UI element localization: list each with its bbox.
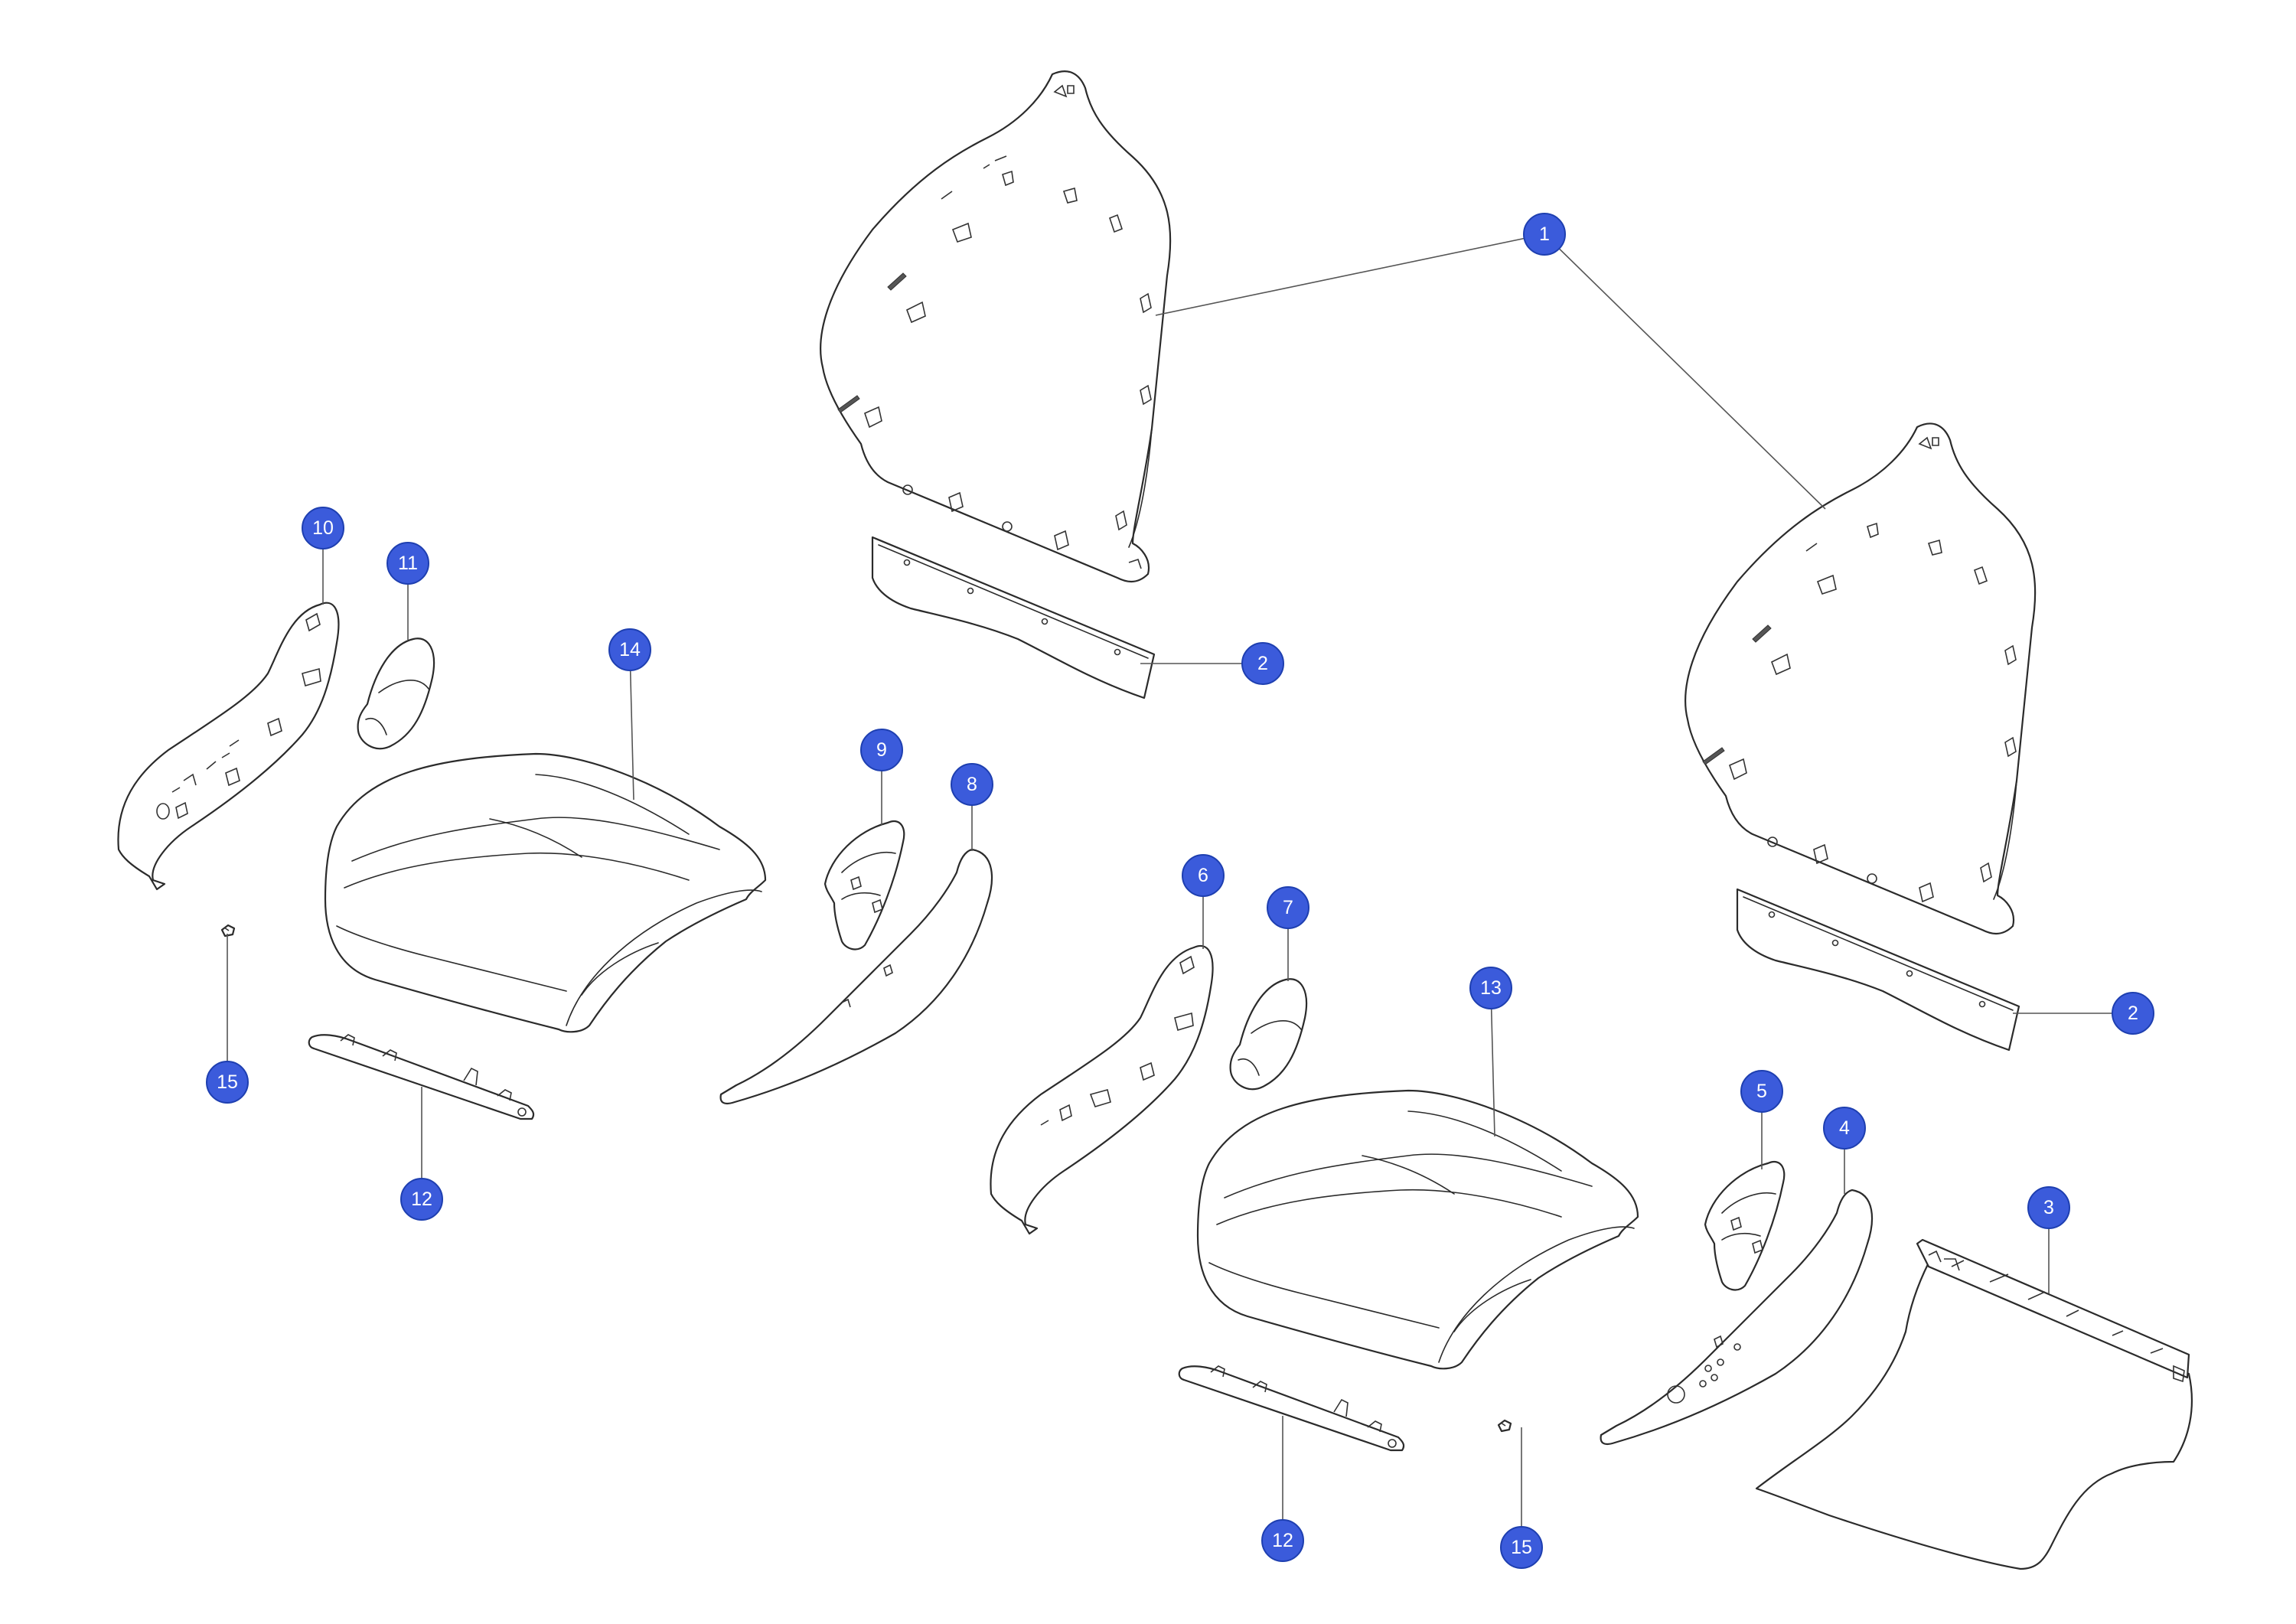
callout-badge: [1241, 642, 1284, 685]
callout-badge: [2112, 992, 2154, 1035]
callout-badge: [2027, 1186, 2070, 1229]
callout-15-right[interactable]: 15: [1500, 1526, 1543, 1569]
seat-cushion-left: [324, 752, 767, 1033]
callout-9[interactable]: 9: [860, 729, 903, 771]
callout-4[interactable]: 4: [1823, 1107, 1866, 1150]
callout-1[interactable]: 1: [1523, 213, 1566, 256]
side-shield-outer-left: [117, 602, 340, 891]
hinge-cover-left: [823, 820, 905, 951]
callout-12-right[interactable]: 12: [1261, 1519, 1304, 1562]
side-cover-inner-right: [1229, 978, 1308, 1091]
callout-label: 4: [1839, 1117, 1850, 1139]
leader-13: [1490, 987, 1495, 1137]
callout-badge: [1261, 1519, 1304, 1562]
callout-label: 9: [876, 739, 887, 761]
callout-label: 7: [1283, 897, 1293, 918]
callout-8[interactable]: 8: [951, 763, 993, 806]
callout-13[interactable]: 13: [1469, 967, 1512, 1009]
callout-14[interactable]: 14: [608, 628, 651, 671]
callout-badge: [951, 763, 993, 806]
clip-right: [1497, 1419, 1512, 1433]
callout-badge: [1823, 1107, 1866, 1150]
callout-10[interactable]: 10: [302, 507, 344, 549]
callout-badge: [1740, 1070, 1783, 1113]
callouts: 1 2 2 3 4 5 6 7: [206, 213, 2154, 1569]
callout-7[interactable]: 7: [1267, 886, 1309, 929]
callout-11[interactable]: 11: [386, 542, 429, 585]
side-shield-outer-right: [990, 944, 1214, 1235]
callout-badge: [386, 542, 429, 585]
side-shell-right: [1600, 1189, 1874, 1446]
callout-label: 12: [411, 1189, 432, 1210]
callout-label: 15: [1511, 1537, 1532, 1558]
callout-badge: [1523, 213, 1566, 256]
leader-1-right: [1544, 233, 1826, 510]
callout-badge: [608, 628, 651, 671]
seatback-lower-trim-right: [1736, 888, 2020, 1052]
leader-1-left: [1155, 233, 1545, 316]
callout-15-left[interactable]: 15: [206, 1061, 249, 1104]
callout-2-left[interactable]: 2: [1241, 642, 1284, 685]
front-trim-bar-left: [308, 1034, 535, 1120]
seatback-lower-trim-left: [871, 536, 1156, 699]
seat-cushion-right: [1196, 1089, 1639, 1370]
callout-label: 2: [1257, 653, 1268, 674]
callout-12-left[interactable]: 12: [400, 1178, 443, 1221]
callout-label: 6: [1198, 865, 1208, 886]
clip-left: [220, 924, 236, 938]
callout-label: 2: [2128, 1003, 2138, 1024]
callout-label: 5: [1756, 1081, 1767, 1102]
callout-label: 10: [312, 517, 334, 539]
callout-badge: [400, 1178, 443, 1221]
side-cover-inner-left: [357, 638, 435, 750]
seatback-panel-right: [1684, 422, 2037, 935]
callout-5[interactable]: 5: [1740, 1070, 1783, 1113]
callout-badge: [302, 507, 344, 549]
callout-2-right[interactable]: 2: [2112, 992, 2154, 1035]
seat-pan-carrier: [1755, 1238, 2193, 1570]
callout-badge: [1267, 886, 1309, 929]
side-shell-left: [719, 848, 993, 1105]
callout-label: 11: [398, 553, 418, 574]
callout-badge: [206, 1061, 249, 1104]
callout-label: 15: [217, 1071, 238, 1093]
callout-3[interactable]: 3: [2027, 1186, 2070, 1229]
callout-6[interactable]: 6: [1182, 854, 1225, 897]
callout-badge: [1500, 1526, 1543, 1569]
callout-label: 1: [1539, 223, 1550, 245]
callout-label: 14: [619, 639, 641, 660]
leader-14: [629, 649, 634, 801]
callout-badge: [860, 729, 903, 771]
seatback-panel-left: [820, 70, 1172, 583]
callout-label: 13: [1480, 977, 1502, 999]
front-trim-bar-right: [1178, 1365, 1405, 1452]
callout-badge: [1469, 967, 1512, 1009]
callout-label: 12: [1272, 1530, 1293, 1551]
callout-label: 8: [967, 774, 977, 795]
callout-label: 3: [2043, 1197, 2054, 1218]
callout-badge: [1182, 854, 1225, 897]
hinge-cover-right: [1704, 1161, 1786, 1291]
